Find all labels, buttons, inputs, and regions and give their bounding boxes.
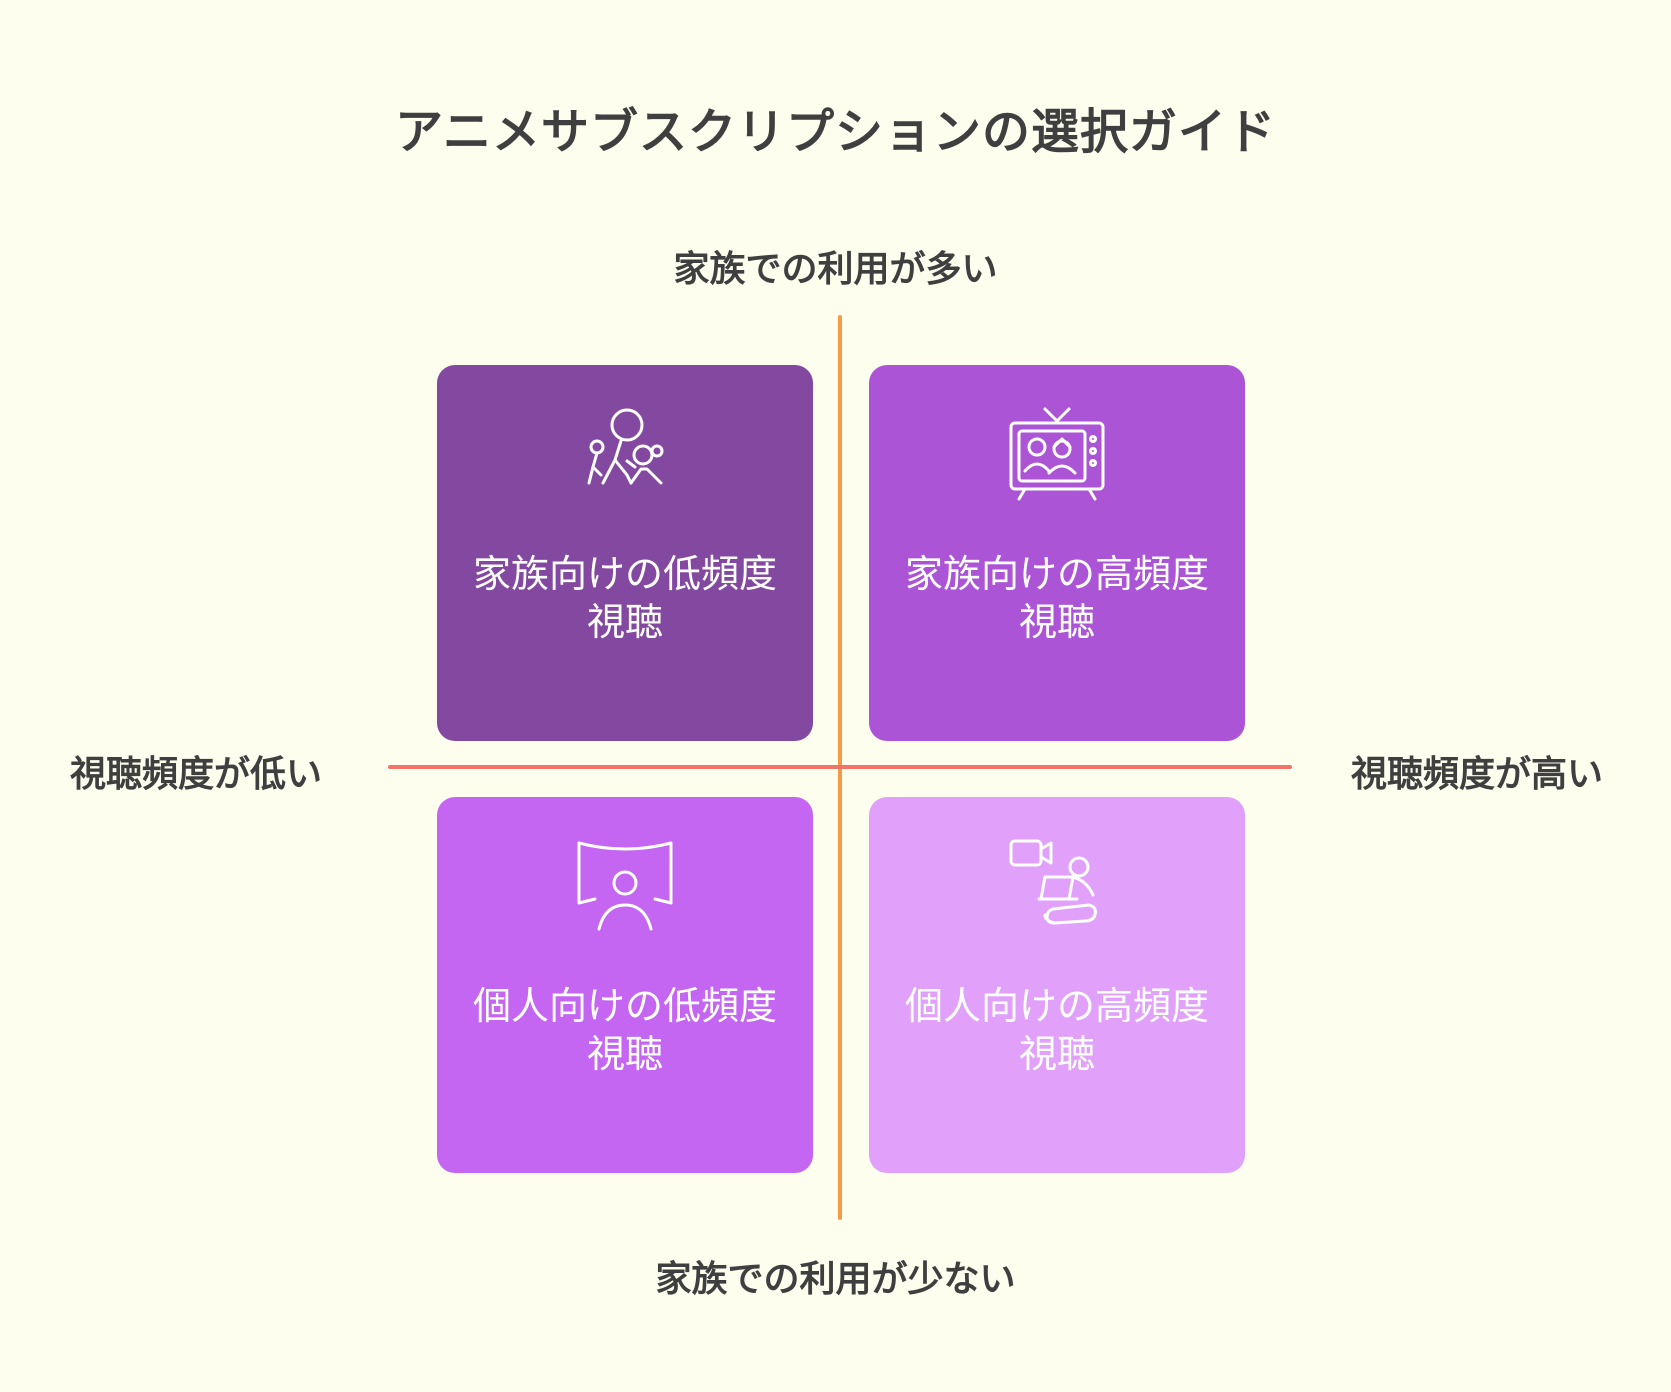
- quadrant-label: 家族向けの高頻度 視聴: [904, 552, 1209, 644]
- quadrant-label: 個人向けの高頻度 視聴: [904, 984, 1209, 1076]
- family-icon: [575, 405, 675, 505]
- quadrant-individual-high-frequency: 個人向けの高頻度 視聴: [869, 797, 1245, 1173]
- person-screen-icon: [575, 837, 675, 937]
- quadrant-label: 個人向けの低頻度 視聴: [472, 984, 777, 1076]
- chart-title: アニメサブスクリプションの選択ガイド: [394, 104, 1277, 160]
- axis-label-bottom: 家族での利用が少ない: [655, 1259, 1016, 1300]
- quadrant-family-low-frequency: 家族向けの低頻度 視聴: [437, 365, 813, 741]
- person-laptop-video-icon: [1007, 837, 1107, 937]
- family-tv-icon: [1007, 405, 1107, 505]
- horizontal-axis-line: [388, 765, 1292, 769]
- quadrant-family-high-frequency: 家族向けの高頻度 視聴: [869, 365, 1245, 741]
- axis-label-top: 家族での利用が多い: [673, 249, 998, 290]
- axis-label-left: 視聴頻度が低い: [70, 754, 323, 795]
- axis-label-right: 視聴頻度が高い: [1350, 754, 1603, 795]
- quadrant-label: 家族向けの低頻度 視聴: [472, 552, 777, 644]
- quadrant-individual-low-frequency: 個人向けの低頻度 視聴: [437, 797, 813, 1173]
